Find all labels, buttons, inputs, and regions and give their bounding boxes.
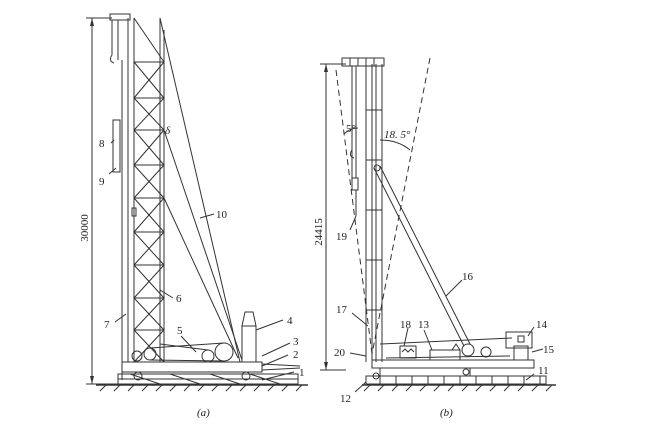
rig-b-base-frame xyxy=(371,331,535,380)
rig-a-label-6: 6 xyxy=(176,293,182,305)
rig-a-label-9: 9 xyxy=(99,176,105,188)
rig-b-label-18: 18 xyxy=(400,319,412,331)
rig-a-hammer xyxy=(109,20,137,380)
rig-a-leaders xyxy=(108,139,295,381)
rig-a xyxy=(86,13,308,392)
rig-a-base-platform xyxy=(121,361,301,381)
rig-b-label-14: 14 xyxy=(536,319,548,331)
rig-a-label-10: 10 xyxy=(216,209,228,221)
rig-b-label-12: 12 xyxy=(340,393,351,405)
rig-a-label-delta: δ xyxy=(165,125,171,137)
rig-a-label-8: 8 xyxy=(99,138,105,150)
rig-b-height-dimension xyxy=(320,63,346,371)
rig-a-ground xyxy=(96,384,308,392)
rig-b xyxy=(320,57,556,393)
rig-b-strut xyxy=(373,164,471,347)
rig-a-label-4: 4 xyxy=(287,315,293,327)
rig-b-height-dimension-value: 24415 xyxy=(313,218,325,246)
rig-b-leaders xyxy=(349,215,544,393)
rig-b-label-15: 15 xyxy=(543,344,555,356)
rig-a-label-7: 7 xyxy=(104,319,110,331)
rig-a-label-3: 3 xyxy=(293,336,299,348)
rig-a-lattice-mast xyxy=(109,13,165,363)
rig-b-ground xyxy=(362,384,556,392)
rig-b-label-11: 11 xyxy=(538,365,549,377)
rig-a-label-1: 1 xyxy=(299,367,305,379)
rig-a-stay-cables xyxy=(159,17,243,363)
rig-a-height-dimension xyxy=(86,17,118,385)
rig-b-track xyxy=(365,375,547,385)
rig-a-winch xyxy=(131,342,234,363)
rig-a-track xyxy=(117,373,299,385)
rig-b-label-16: 16 xyxy=(462,271,474,283)
rig-a-counterweight xyxy=(241,311,257,363)
rig-b-mast xyxy=(341,57,385,362)
rig-b-angle-lines xyxy=(335,57,431,355)
rig-a-label-5: 5 xyxy=(177,325,183,337)
rig-b-angle-large: 18. 5° xyxy=(384,129,411,141)
rig-b-caption: (b) xyxy=(440,407,453,419)
rig-b-label-19: 19 xyxy=(336,231,348,243)
rig-b-angle-small: 5° xyxy=(346,123,356,135)
rig-b-machinery xyxy=(379,337,513,361)
rig-b-label-13: 13 xyxy=(418,319,430,331)
rig-a-height-dimension-value: 30000 xyxy=(79,214,91,242)
rig-b-label-20: 20 xyxy=(334,347,346,359)
rig-a-caption: (a) xyxy=(197,407,210,419)
rig-a-label-2: 2 xyxy=(293,349,299,361)
rig-b-hammer xyxy=(349,66,359,216)
rig-b-label-17: 17 xyxy=(336,304,348,316)
